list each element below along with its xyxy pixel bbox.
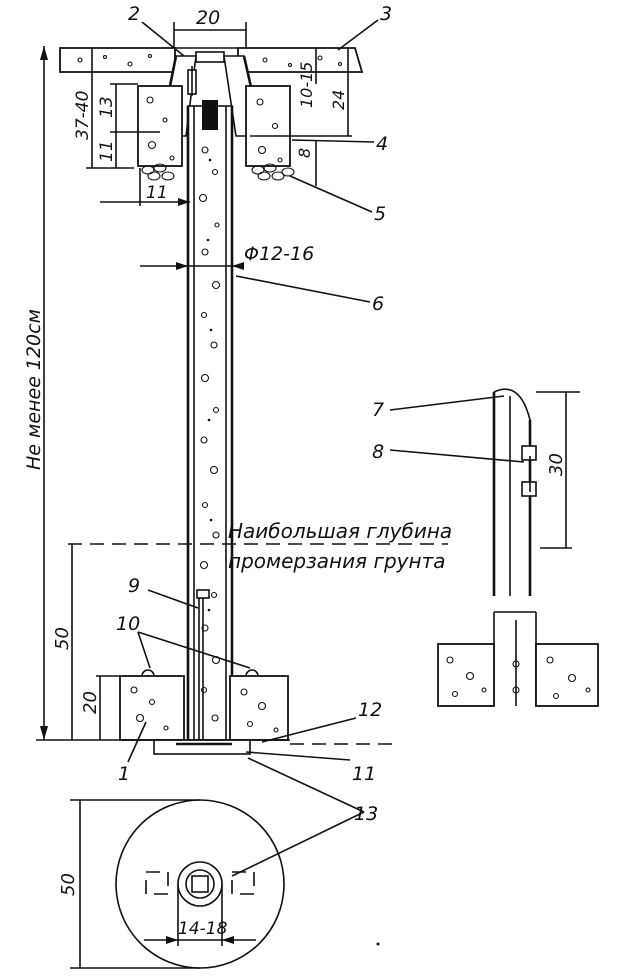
dim-8: 8 bbox=[295, 148, 314, 158]
dim-50: 50 bbox=[52, 627, 73, 650]
frost-note-line-2: промерзания грунта bbox=[228, 549, 445, 573]
dim-11-left: 11 bbox=[97, 140, 117, 162]
callout-4: 4 bbox=[376, 133, 388, 155]
bottom-blocks bbox=[119, 669, 289, 741]
dim-37-40: 37-40 bbox=[73, 91, 93, 140]
dim-13: 13 bbox=[97, 96, 117, 118]
callout-13: 13 bbox=[354, 803, 378, 825]
plan-view bbox=[70, 799, 380, 969]
callout-3: 3 bbox=[380, 3, 392, 25]
callout-numbers: 1 2 3 4 5 6 7 8 9 10 11 12 13 bbox=[116, 3, 392, 825]
dim-top-width: 20 bbox=[196, 7, 220, 29]
dim-20: 20 bbox=[80, 691, 101, 714]
pillar-shaft bbox=[186, 100, 234, 741]
callout-7: 7 bbox=[372, 399, 384, 421]
callout-8: 8 bbox=[372, 441, 384, 463]
callout-11: 11 bbox=[352, 763, 376, 785]
dim-side-30: 30 bbox=[546, 453, 567, 476]
dimension-lines bbox=[40, 22, 352, 740]
callout-10: 10 bbox=[116, 613, 140, 635]
callout-6: 6 bbox=[372, 293, 384, 315]
frost-note-line-1: Наибольшая глубина bbox=[228, 519, 452, 543]
dim-min-depth: Не менее 120см bbox=[23, 309, 45, 470]
anchor-rod bbox=[196, 589, 210, 752]
upper-collar bbox=[137, 85, 291, 167]
callout-9: 9 bbox=[128, 575, 140, 597]
gravel-right bbox=[251, 163, 295, 181]
frost-note: Наибольшая глубина промерзания грунта bbox=[228, 519, 452, 573]
leader-lines bbox=[127, 19, 525, 877]
dimension-labels: 20 Не менее 120см 37-40 13 11 11 10-15 2… bbox=[23, 7, 567, 939]
callout-12: 12 bbox=[358, 699, 382, 721]
callout-5: 5 bbox=[374, 203, 386, 225]
dim-plan-50: 50 bbox=[58, 873, 79, 896]
side-detail bbox=[437, 388, 599, 707]
base-plate bbox=[153, 739, 251, 755]
dim-10-15: 10-15 bbox=[297, 62, 316, 109]
callout-2: 2 bbox=[128, 3, 140, 25]
dim-plan-14-18: 14-18 bbox=[178, 919, 228, 939]
dim-diameter: Φ12-16 bbox=[244, 243, 314, 265]
dim-11-width: 11 bbox=[146, 183, 168, 203]
gravel-left bbox=[141, 163, 175, 181]
callout-1: 1 bbox=[118, 763, 130, 785]
dim-24: 24 bbox=[329, 90, 348, 110]
